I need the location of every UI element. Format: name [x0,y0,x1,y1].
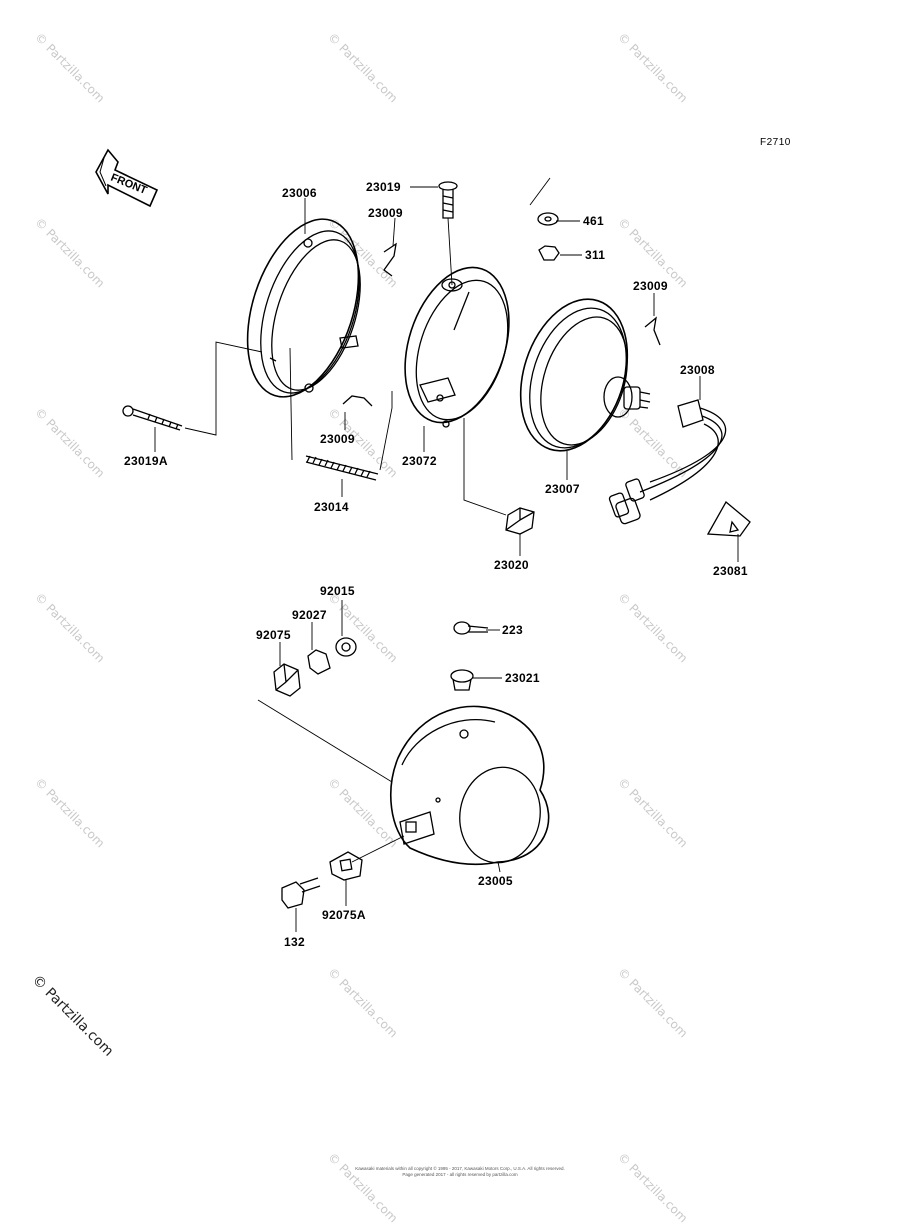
sealed-beam [519,298,651,452]
part-label-23072[interactable]: 23072 [402,454,437,468]
part-label-23020[interactable]: 23020 [494,558,529,572]
rubber-boot [706,501,751,537]
part-label-23009[interactable]: 23009 [633,279,668,293]
front-arrow-icon: FRONT [95,148,159,208]
parts-diagram: FRONT [95,148,751,932]
part-label-23014[interactable]: 23014 [314,500,349,514]
part-label-92075a[interactable]: 92075A [322,908,366,922]
footer-line: Kawasaki materials within all copyright … [355,1166,565,1171]
part-label-461[interactable]: 461 [583,214,604,228]
part-label-23021[interactable]: 23021 [505,671,540,685]
inner-ring [404,266,510,428]
lower-hardware [257,621,489,909]
part-label-23009[interactable]: 23009 [320,432,355,446]
headlight-housing [390,705,550,866]
part-label-311[interactable]: 311 [585,248,606,262]
part-label-23019[interactable]: 23019 [366,180,401,194]
part-label-92027[interactable]: 92027 [292,608,327,622]
part-label-23006[interactable]: 23006 [282,186,317,200]
part-label-23008[interactable]: 23008 [680,363,715,377]
socket-harness [608,399,727,525]
part-label-23081[interactable]: 23081 [713,564,748,578]
part-label-132[interactable]: 132 [284,935,305,949]
headlight-rim [246,218,361,398]
part-label-92015[interactable]: 92015 [320,584,355,598]
leader-lines [154,186,739,932]
part-label-23007[interactable]: 23007 [545,482,580,496]
copyright-footer: Kawasaki materials within all copyright … [320,1166,600,1178]
footer-line: Page generated 2017 - all rights reserve… [402,1172,518,1177]
part-label-92075[interactable]: 92075 [256,628,291,642]
figure-code: F2710 [760,137,791,148]
front-label: FRONT [109,172,149,197]
part-label-23005[interactable]: 23005 [478,874,513,888]
part-label-23019a[interactable]: 23019A [124,454,168,468]
part-label-223[interactable]: 223 [502,623,523,637]
small-hardware [122,177,661,535]
part-label-23009[interactable]: 23009 [368,206,403,220]
